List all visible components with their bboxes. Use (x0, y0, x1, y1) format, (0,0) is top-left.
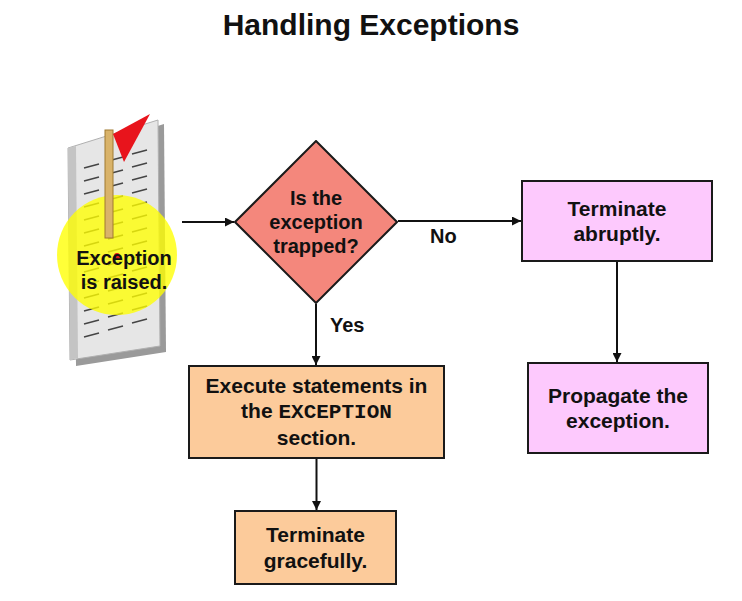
document-flag-icon (57, 114, 177, 366)
node-text: Execute statements in the EXCEPTION sect… (196, 373, 437, 451)
text-line (84, 177, 99, 181)
process-box: Execute statements in the EXCEPTION sect… (188, 365, 445, 459)
node-text: Terminate abruptly. (529, 196, 705, 246)
text-line (132, 150, 147, 154)
text-line (132, 319, 147, 323)
flow-arrow (398, 220, 521, 222)
highlight-circle (57, 195, 177, 315)
process-box: Propagate the exception. (527, 362, 709, 454)
text-line (84, 164, 99, 168)
text-line (132, 189, 147, 193)
node-text: Is the exception trapped? (258, 186, 374, 258)
edge-label: No (428, 225, 459, 248)
flow-arrow (182, 221, 234, 223)
node-text: Propagate the exception. (535, 383, 701, 433)
flow-arrow (315, 304, 317, 365)
text-line (84, 190, 99, 194)
end-box: Terminate gracefully. (234, 510, 397, 585)
diamond-shape (235, 141, 397, 303)
node-text: Terminate gracefully. (242, 522, 389, 572)
start-event: Exception is raised. (50, 110, 182, 430)
text-line (132, 176, 147, 180)
node-text: Exception is raised. (66, 246, 182, 294)
flag-pole (105, 130, 113, 238)
flow-arrow (316, 459, 318, 510)
text-line (108, 326, 123, 330)
end-box: Terminate abruptly. (521, 180, 713, 262)
title: Handling Exceptions (0, 8, 742, 42)
text-line (84, 333, 99, 337)
decision-diamond: Is the exception trapped? (234, 140, 398, 304)
red-flag (113, 114, 150, 162)
flow-arrow (616, 262, 618, 362)
edge-label: Yes (328, 314, 366, 337)
text-line (84, 320, 99, 324)
text-line (132, 163, 147, 167)
